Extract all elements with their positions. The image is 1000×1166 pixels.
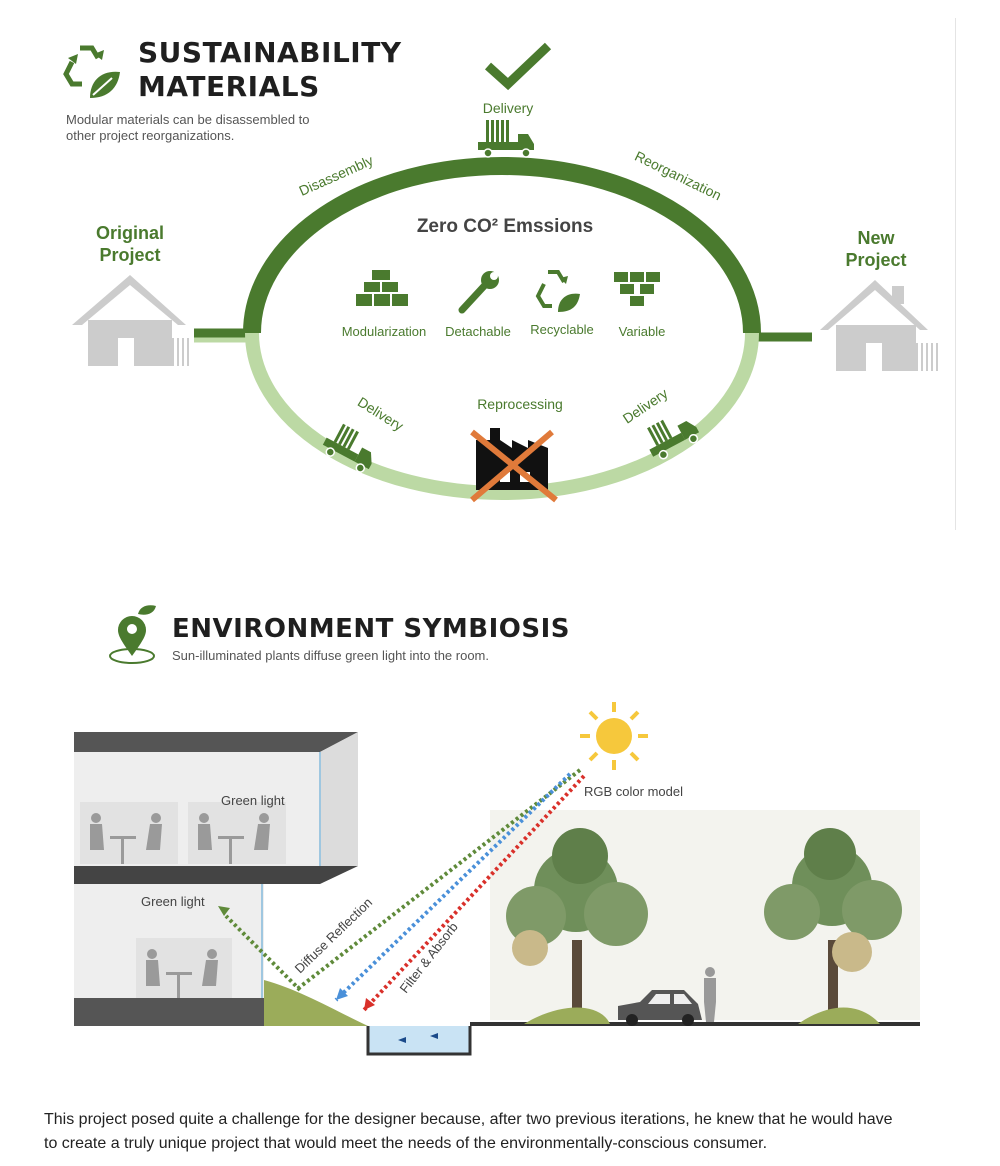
tree-large-right <box>764 828 902 1024</box>
caption-line1: This project posed quite a challenge for… <box>44 1111 893 1128</box>
sustainability-cycle-diagram: Disassembly Reorganization Delivery Deli… <box>72 42 938 503</box>
delivery-truck-icon-left <box>322 423 372 473</box>
diffuse-reflection-label: Diffuse Reflection <box>292 895 376 976</box>
original-house-icon <box>72 275 189 366</box>
feature-modularization-label: Modularization <box>341 324 427 339</box>
caption-paragraph: This project posed quite a challenge for… <box>44 1108 974 1156</box>
cross-out-icon <box>470 429 558 503</box>
building-side-wall <box>320 732 358 866</box>
sustainability-subtitle-line1: Modular materials can be disassembled to <box>66 112 310 127</box>
car-icon <box>618 990 702 1026</box>
blue-ray <box>334 772 572 1002</box>
new-project-line2: Project <box>845 250 907 270</box>
people-upper-left <box>80 802 178 864</box>
location-leaf-icon <box>109 605 156 664</box>
people-upper-right <box>188 802 286 864</box>
water-channel <box>366 1026 472 1056</box>
original-project-label: Original Project <box>80 222 180 266</box>
blocks-icon <box>614 272 660 306</box>
people-lower <box>136 938 232 998</box>
factory-icon <box>476 428 548 490</box>
rgb-model-label: RGB color model <box>584 784 683 799</box>
environment-diagram: Green light Green light RGB color model … <box>74 702 920 1056</box>
original-project-line1: Original <box>95 223 164 243</box>
lower-arc <box>245 332 759 500</box>
green-light-lower-label: Green light <box>141 894 205 909</box>
divider-line <box>955 18 956 530</box>
sustainability-title: SUSTAINABILITY MATERIALS <box>138 36 402 104</box>
reprocessing-label: Reprocessing <box>477 396 563 412</box>
sustainability-title-line1: SUSTAINABILITY <box>138 36 402 69</box>
sustainability-subtitle-line2: other project reorganizations. <box>66 128 235 143</box>
sustainability-title-line2: MATERIALS <box>138 70 320 103</box>
person-icon <box>704 967 716 1022</box>
zero-co2-title: Zero CO² Emssions <box>416 216 594 237</box>
sustainability-subtitle: Modular materials can be disassembled to… <box>66 112 310 144</box>
floor-slab <box>74 866 358 884</box>
upper-arc <box>243 157 761 334</box>
fish-icon <box>398 1033 438 1043</box>
original-project-line2: Project <box>99 245 161 265</box>
ground-slab <box>74 998 264 1026</box>
filter-absorb-label: Filter & Absorb <box>397 919 461 995</box>
new-house-icon <box>820 280 938 371</box>
feature-recyclable-label: Recyclable <box>530 322 594 337</box>
top-delivery-label: Delivery <box>482 100 534 116</box>
recycle-leaf-icon <box>63 45 120 98</box>
bricks-icon <box>356 270 408 306</box>
green-light-upper-label: Green light <box>221 793 285 808</box>
building-roof <box>74 732 358 752</box>
wrench-icon <box>458 271 499 314</box>
checkmark-icon <box>484 42 552 91</box>
delivery-truck-icon-top <box>478 120 534 158</box>
new-project-line1: New <box>857 228 895 248</box>
tree-large-left <box>506 828 648 1024</box>
delivery-truck-icon-right <box>647 419 700 460</box>
environment-title: ENVIRONMENT SYMBIOSIS <box>172 614 571 644</box>
recycle-icon <box>535 270 580 312</box>
sun-icon <box>580 702 648 770</box>
left-delivery-label: Delivery <box>355 394 406 434</box>
feature-variable-label: Variable <box>618 324 666 339</box>
green-slope <box>264 980 368 1026</box>
feature-detachable-label: Detachable <box>445 324 511 339</box>
environment-subtitle: Sun-illuminated plants diffuse green lig… <box>172 648 490 663</box>
new-project-label: New Project <box>826 227 926 271</box>
caption-line2: to create a truly unique project that wo… <box>44 1135 768 1152</box>
